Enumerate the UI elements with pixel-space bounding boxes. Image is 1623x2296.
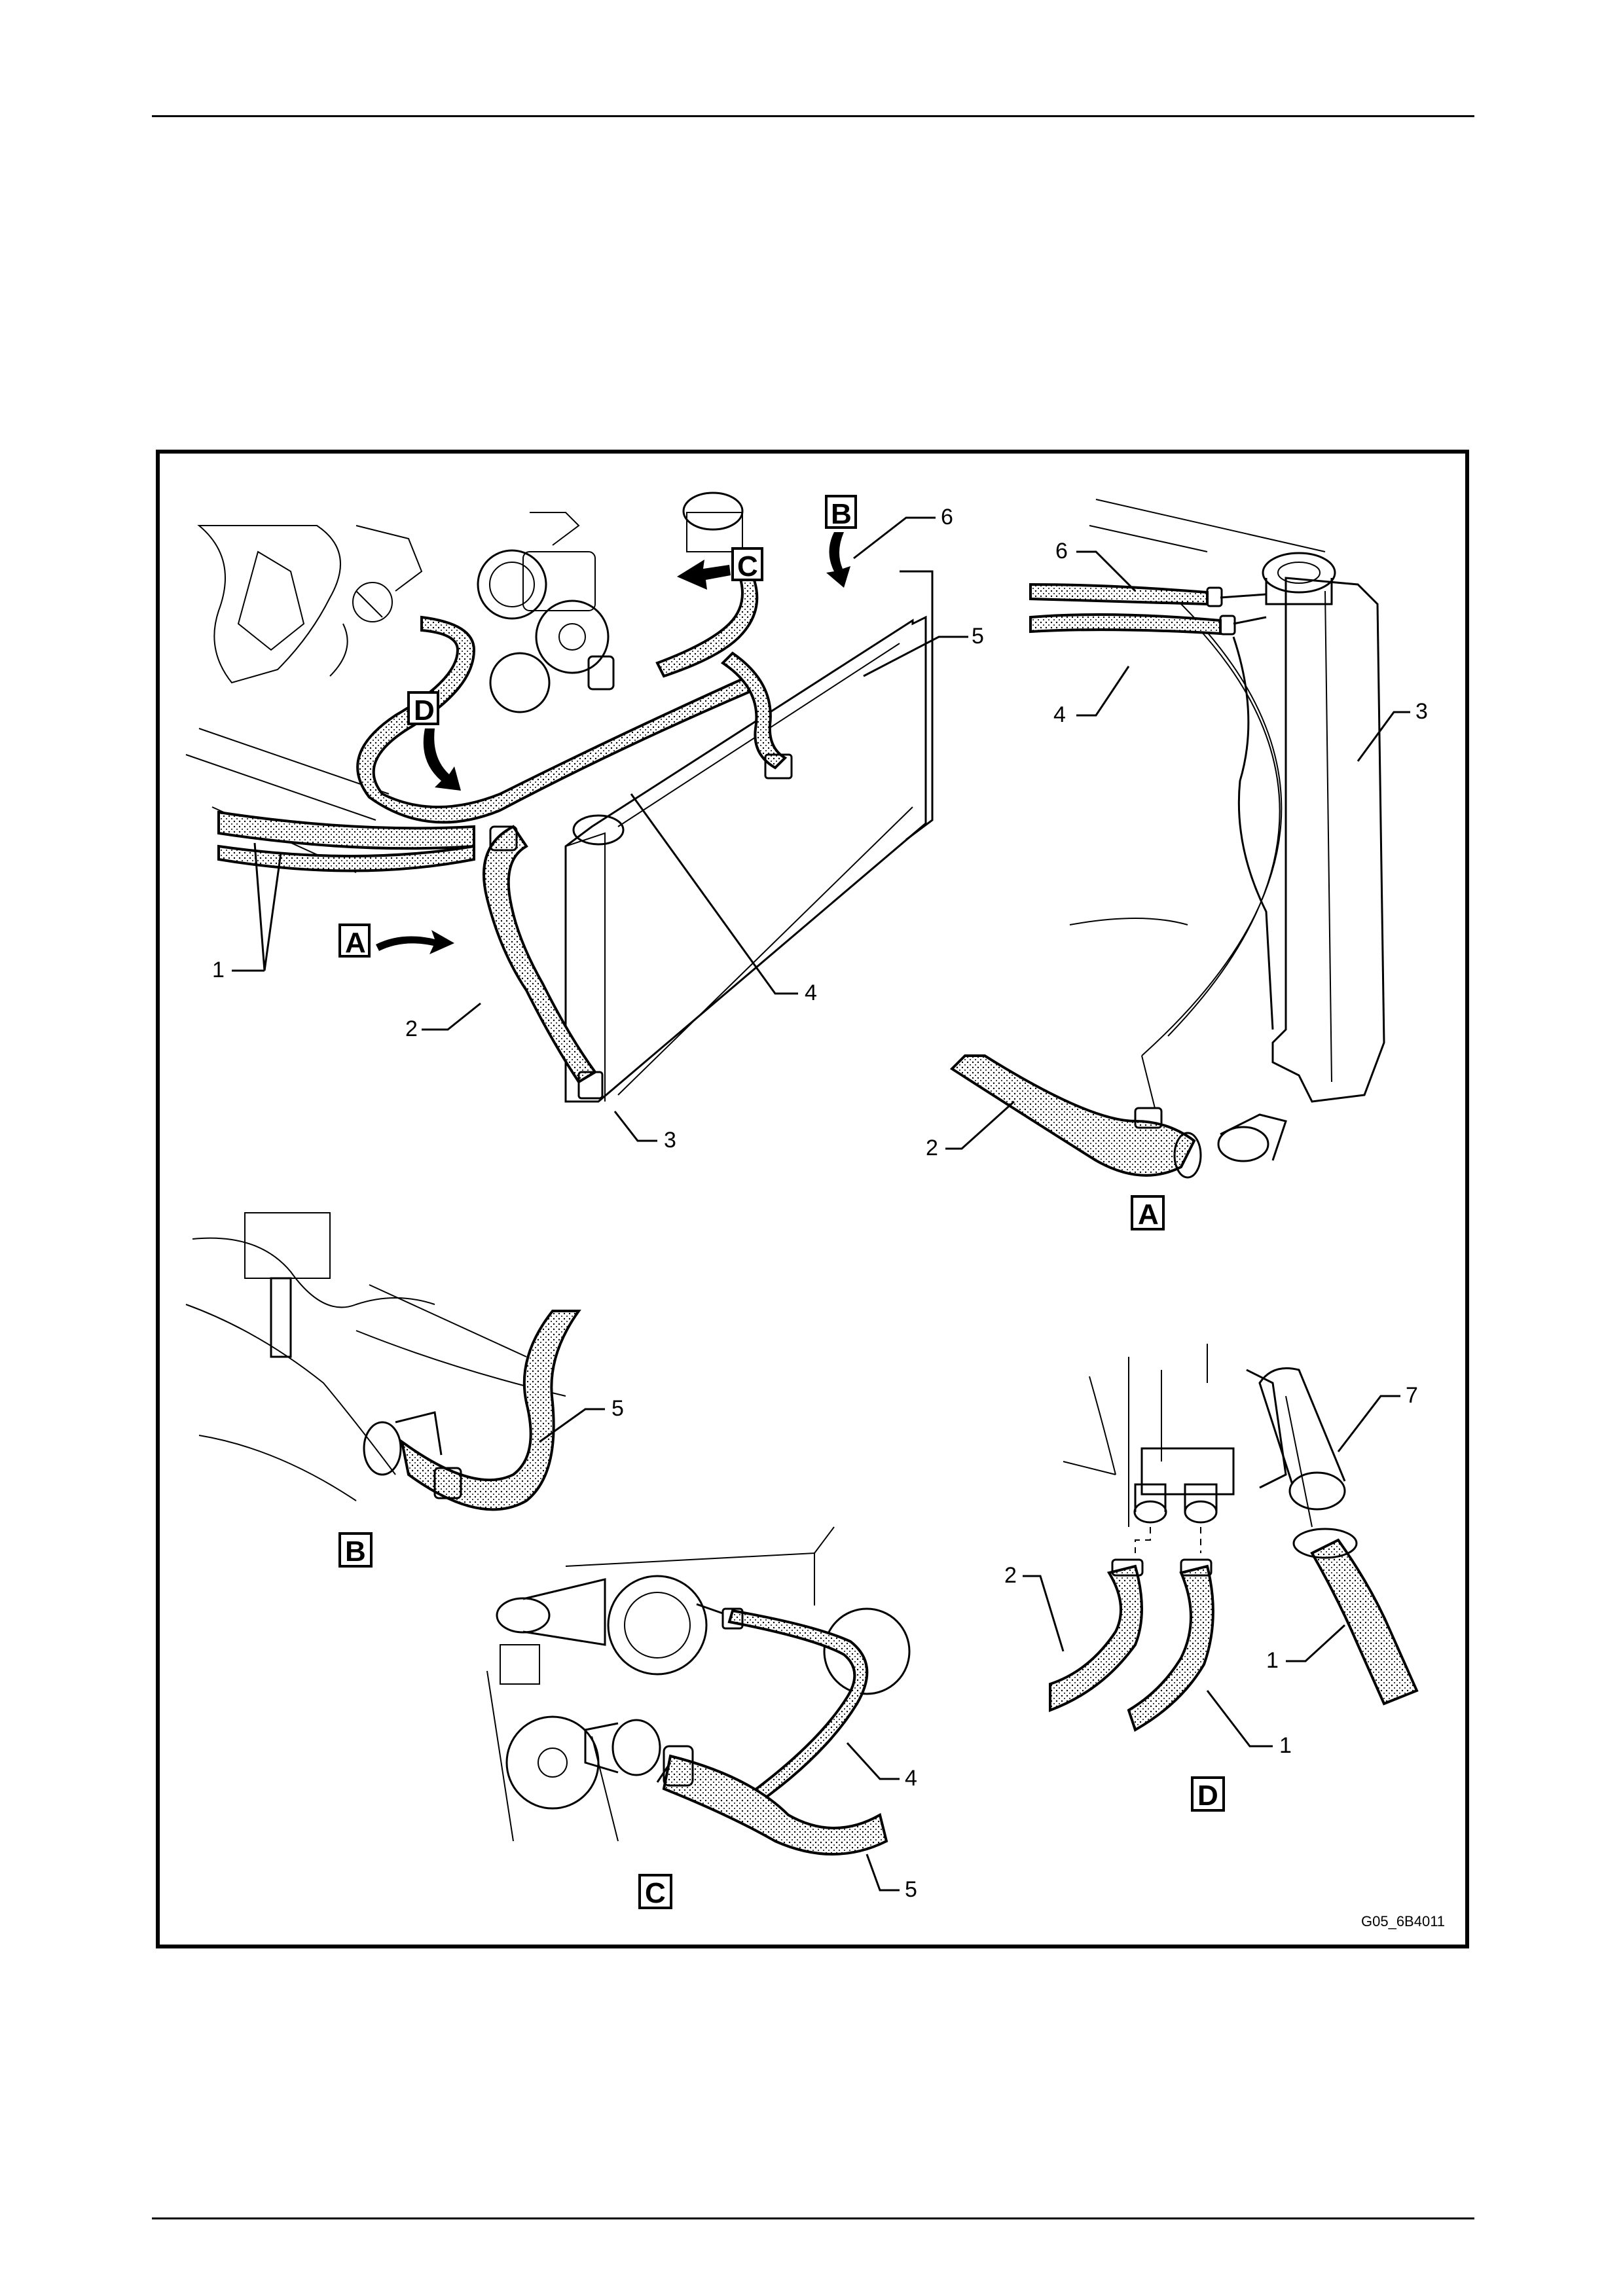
main-engine-view: [186, 493, 932, 1102]
callout-a-6: 6: [1055, 539, 1068, 564]
view-c-tag: C: [737, 550, 758, 583]
view-d-detail: [1050, 1344, 1417, 1730]
callout-a-4: 4: [1053, 702, 1066, 727]
view-a-indicator: A: [340, 925, 454, 959]
view-d-label: D: [1197, 1780, 1218, 1812]
callout-c-4: 4: [905, 1766, 917, 1791]
view-b-tag: B: [831, 498, 852, 530]
view-a-tag: A: [345, 927, 366, 959]
view-a-label: A: [1138, 1198, 1159, 1230]
callout-main-6: 6: [941, 505, 953, 529]
footer-rule: [152, 2217, 1474, 2219]
callout-d-7: 7: [1406, 1383, 1418, 1408]
callout-main-1: 1: [212, 958, 225, 982]
header-rule: [152, 115, 1474, 117]
callout-a-3: 3: [1415, 699, 1428, 724]
view-d-tag: D: [414, 694, 435, 726]
callout-d-1-right: 1: [1279, 1733, 1292, 1758]
view-a-callouts: 6 4 3 2 A: [926, 539, 1428, 1230]
figure-code: G05_6B4011: [1361, 1913, 1445, 1929]
callout-main-4: 4: [805, 980, 817, 1005]
view-a-detail: [952, 499, 1384, 1177]
view-c-label: C: [645, 1877, 666, 1909]
cooling-hose-diagram: A D C B 1 2 3 4 5 6: [160, 454, 1465, 1945]
view-b-indicator: B: [826, 496, 856, 588]
callout-d-1-left: 2: [1004, 1563, 1017, 1588]
view-b-detail: [186, 1213, 579, 1509]
view-d-indicator: D: [409, 692, 461, 791]
view-c-detail: [487, 1527, 909, 1854]
view-b-label: B: [345, 1535, 366, 1568]
callout-main-5: 5: [972, 624, 984, 649]
callout-d-2: 1: [1266, 1648, 1279, 1673]
callout-main-2: 2: [405, 1016, 418, 1041]
callout-a-2: 2: [926, 1136, 938, 1160]
callout-b-5: 5: [611, 1396, 624, 1421]
callout-main-3: 3: [664, 1128, 676, 1153]
callout-c-5: 5: [905, 1877, 917, 1902]
figure-frame: A D C B 1 2 3 4 5 6: [156, 450, 1469, 1948]
